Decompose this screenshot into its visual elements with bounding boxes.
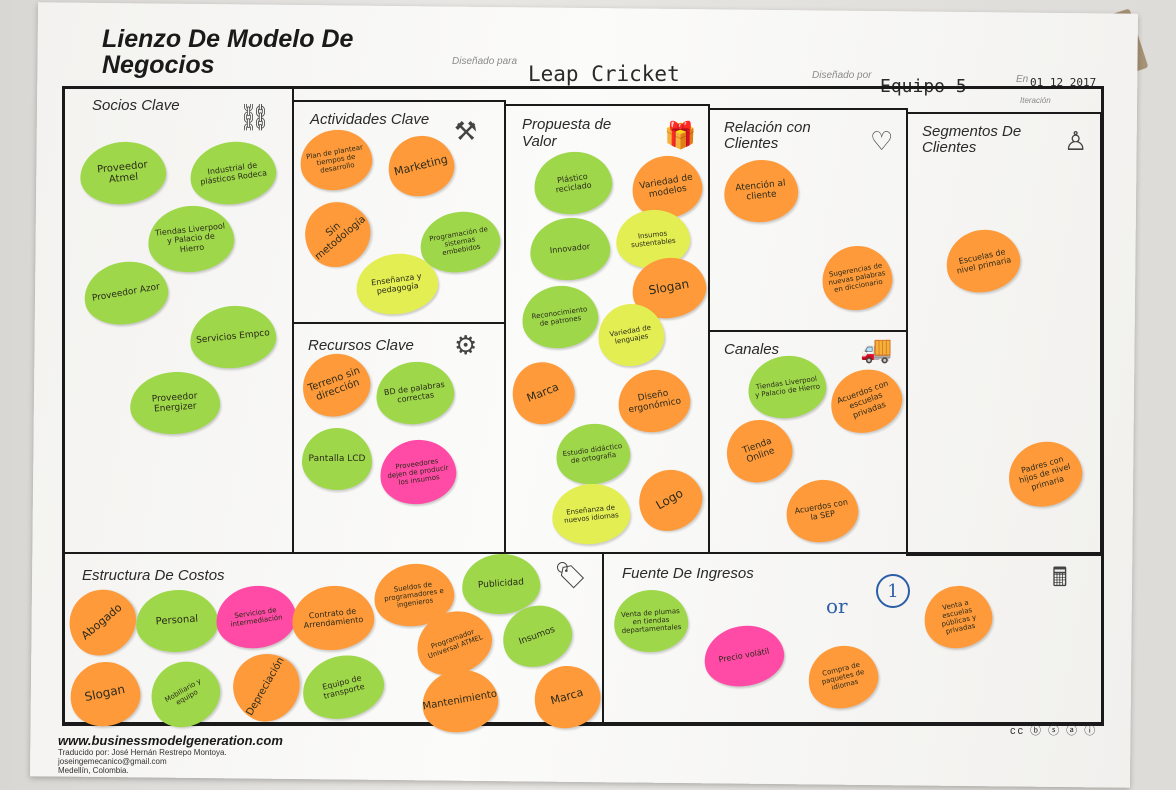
title-line-2: Negocios: [102, 51, 215, 79]
page-title: Lienzo De Modelo De Negocios: [102, 26, 432, 78]
sticky-note: Pantalla LCD: [302, 428, 372, 490]
footer-email: joseingemecanico@gmail.com: [58, 757, 167, 766]
footer-url: www.businessmodelgeneration.com: [58, 733, 283, 748]
heart-icon: ♡: [870, 126, 894, 156]
box-customer-segments: Segmentos De Clientes ♙: [906, 112, 1102, 556]
gift-icon: 🎁: [664, 120, 697, 150]
box-title: Socios Clave: [92, 97, 180, 114]
box-revenue-streams: Fuente De Ingresos 🖩: [602, 552, 1104, 724]
creative-commons-icons: cc ⓑ ⓢ ⓐ ⓘ: [1010, 725, 1098, 737]
factory-icon: ⚙: [454, 330, 478, 360]
price-tag-icon: 🏷: [554, 560, 588, 590]
worker-icon: ⚒: [454, 116, 478, 146]
handwritten-or: or: [826, 594, 848, 618]
box-title: Estructura De Costos: [82, 567, 225, 584]
box-title: Actividades Clave: [310, 111, 430, 128]
designed-for-value: Leap Cricket: [528, 62, 680, 86]
designed-by-label: Diseñado por: [812, 70, 872, 81]
person-icon: ♙: [1064, 126, 1088, 156]
link-chain-icon: ⛓: [238, 102, 272, 132]
title-line-1: Lienzo De Modelo De: [102, 25, 354, 53]
box-title: Recursos Clave: [308, 337, 414, 354]
cash-register-icon: 🖩: [1052, 562, 1068, 592]
box-title: Canales: [724, 341, 780, 358]
handwritten-circled-number: 1: [876, 574, 910, 608]
footer-location: Medellín, Colombia.: [58, 766, 129, 775]
box-title: Relación con Clientes: [724, 119, 811, 152]
iteration-label: Iteración: [1020, 96, 1051, 105]
designed-for-label: Diseñado para: [452, 56, 518, 67]
date-value: 01 12 2017: [1030, 76, 1097, 89]
box-title: Propuesta de Valor: [522, 116, 612, 150]
box-title: Segmentos De Clientes: [922, 123, 1022, 156]
truck-icon: 🚚: [860, 334, 893, 364]
footer-translator: Traducido por: José Hernán Restrepo Mont…: [58, 748, 227, 757]
date-label: En: [1016, 74, 1029, 85]
box-title: Fuente De Ingresos: [622, 565, 754, 582]
